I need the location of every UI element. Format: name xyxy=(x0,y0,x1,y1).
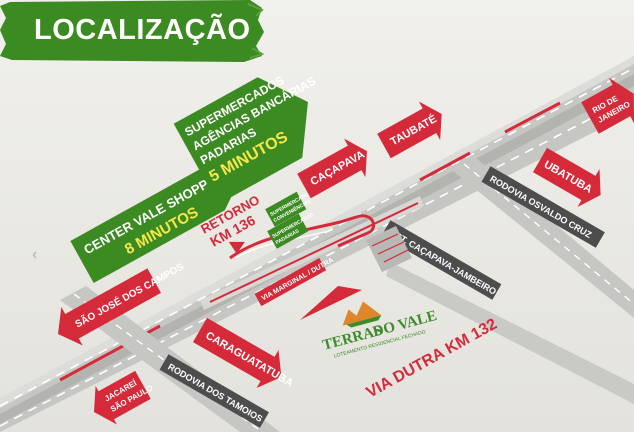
header-banner xyxy=(0,0,264,62)
building-blocks xyxy=(366,226,412,272)
sign-taubate: TAUBATÉ xyxy=(377,101,442,159)
page-title: LOCALIZAÇÃO xyxy=(34,14,251,46)
retorno-loop xyxy=(229,214,376,260)
svg-text:EST. CAÇAPAVA-JAMBEIRO: EST. CAÇAPAVA-JAMBEIRO xyxy=(388,228,498,297)
brand-logo: TERRAS DO VALE LOTEAMENTO RESIDENCIAL FE… xyxy=(321,301,439,360)
svg-text:CARAGUATATUBA: CARAGUATATUBA xyxy=(203,330,295,390)
sign-cacapava: CAÇAPAVA xyxy=(297,138,367,199)
osvaldo-cruz-road xyxy=(452,158,634,318)
sign-rio: RIO DE JANEIRO xyxy=(581,77,634,134)
marginal-road xyxy=(200,196,634,404)
site-pointer xyxy=(300,286,362,320)
chevron-left-icon[interactable]: ‹ xyxy=(32,246,38,263)
